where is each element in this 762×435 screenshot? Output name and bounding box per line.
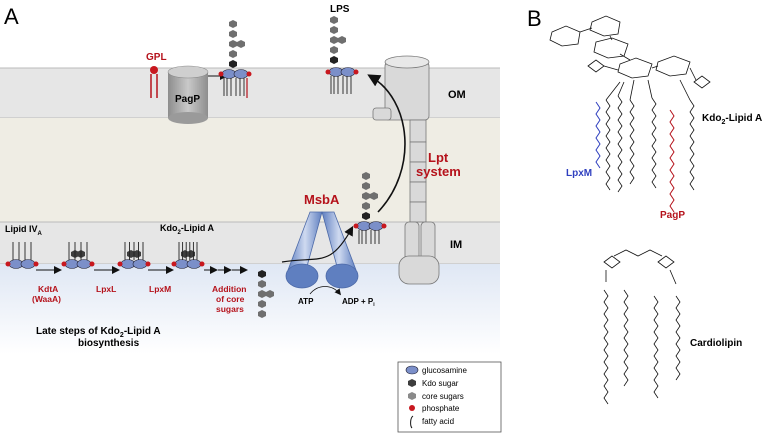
msba-transporter xyxy=(285,211,359,289)
legend-fatty-acid: fatty acid xyxy=(422,417,454,426)
fatty-acid-icon xyxy=(410,415,414,429)
lpt-label-1: Lpt xyxy=(428,150,449,165)
im-lipid-1 xyxy=(61,242,95,269)
legend-phosphate: phosphate xyxy=(422,404,460,413)
svg-text:Kdo2-Lipid A: Kdo2-Lipid A xyxy=(160,223,215,236)
kdo2-title: Kdo xyxy=(702,113,721,124)
svg-text:Late steps of Kdo2-Lipid A: Late steps of Kdo2-Lipid A xyxy=(36,326,161,339)
cardiolipin-structure xyxy=(603,249,681,405)
gpl-label: GPL xyxy=(146,52,167,63)
cardiolipin-label: Cardiolipin xyxy=(690,338,742,349)
transport-arrow xyxy=(367,74,406,213)
svg-text:Lipid IVA: Lipid IVA xyxy=(5,224,43,237)
im-lipid-3 xyxy=(171,242,205,269)
svg-text:ADP + Pi: ADP + Pi xyxy=(342,297,375,308)
adp-label: ADP + P xyxy=(342,297,374,306)
lps-molecule: LPS xyxy=(325,4,359,94)
core-sugar-chain xyxy=(258,270,274,318)
lipid-iva-label: Lipid IV xyxy=(5,224,38,234)
pagp-protein: PagP xyxy=(167,65,209,124)
im-lipid-0 xyxy=(5,242,39,269)
pagp-chain xyxy=(669,109,675,213)
phosphate-icon xyxy=(150,66,158,74)
svg-text:Kdo2-Lipid A: Kdo2-Lipid A xyxy=(702,113,762,126)
lpt-label-2: system xyxy=(416,164,461,179)
panel-b-letter: B xyxy=(527,6,542,31)
gpl-molecule: GPL xyxy=(146,52,167,98)
kdo2-fatty-chains xyxy=(605,79,695,193)
lipid-iva-sub: A xyxy=(38,231,43,237)
om-label: OM xyxy=(448,89,466,101)
enzyme-lpxm: LpxM xyxy=(149,284,171,294)
kdo-sugar-icon xyxy=(408,379,416,387)
im-lipid-2 xyxy=(117,242,151,269)
legend-glucosamine: glucosamine xyxy=(422,366,467,375)
panel-a-letter: A xyxy=(4,4,19,29)
enzyme-lpxl: LpxL xyxy=(96,284,116,294)
lpxm-label: LpxM xyxy=(566,168,592,179)
caption-line1: Late steps of Kdo xyxy=(36,326,120,337)
enzyme-waaa: (WaaA) xyxy=(32,294,61,304)
im-label: IM xyxy=(450,239,462,251)
enzyme-labels: KdtA (WaaA) LpxL LpxM Addition of core s… xyxy=(32,284,246,314)
atp-hydrolysis-arrow xyxy=(309,286,342,296)
enzyme-kdta: KdtA xyxy=(38,284,58,294)
msba-label: MsbA xyxy=(304,192,340,207)
legend: glucosamine Kdo sugar core sugars phosph… xyxy=(397,361,502,433)
pagp-label: PagP xyxy=(175,94,200,105)
om-lipid-pagp xyxy=(218,20,252,98)
legend-kdo: Kdo sugar xyxy=(422,379,459,388)
caption-line2: biosynthesis xyxy=(78,338,140,349)
core-sugar-icon xyxy=(408,392,416,400)
legend-core: core sugars xyxy=(422,392,464,401)
lps-label: LPS xyxy=(330,4,350,15)
enzyme-core-2: of core xyxy=(216,294,245,304)
kdo2-label: Kdo xyxy=(160,223,178,233)
enzyme-core-3: sugars xyxy=(216,304,244,314)
glucosamine-icon xyxy=(405,365,419,375)
enzyme-core-1: Addition xyxy=(212,284,246,294)
im-lipids xyxy=(5,242,205,269)
kdo2-lipid-a-structure xyxy=(549,15,711,89)
pagp-label-b: PagP xyxy=(660,210,685,221)
atp-label: ATP xyxy=(298,297,314,306)
flip-arrow xyxy=(281,225,354,263)
phosphate-icon xyxy=(409,405,415,411)
lpxm-chain xyxy=(595,101,601,169)
lps-at-msba xyxy=(353,172,387,244)
